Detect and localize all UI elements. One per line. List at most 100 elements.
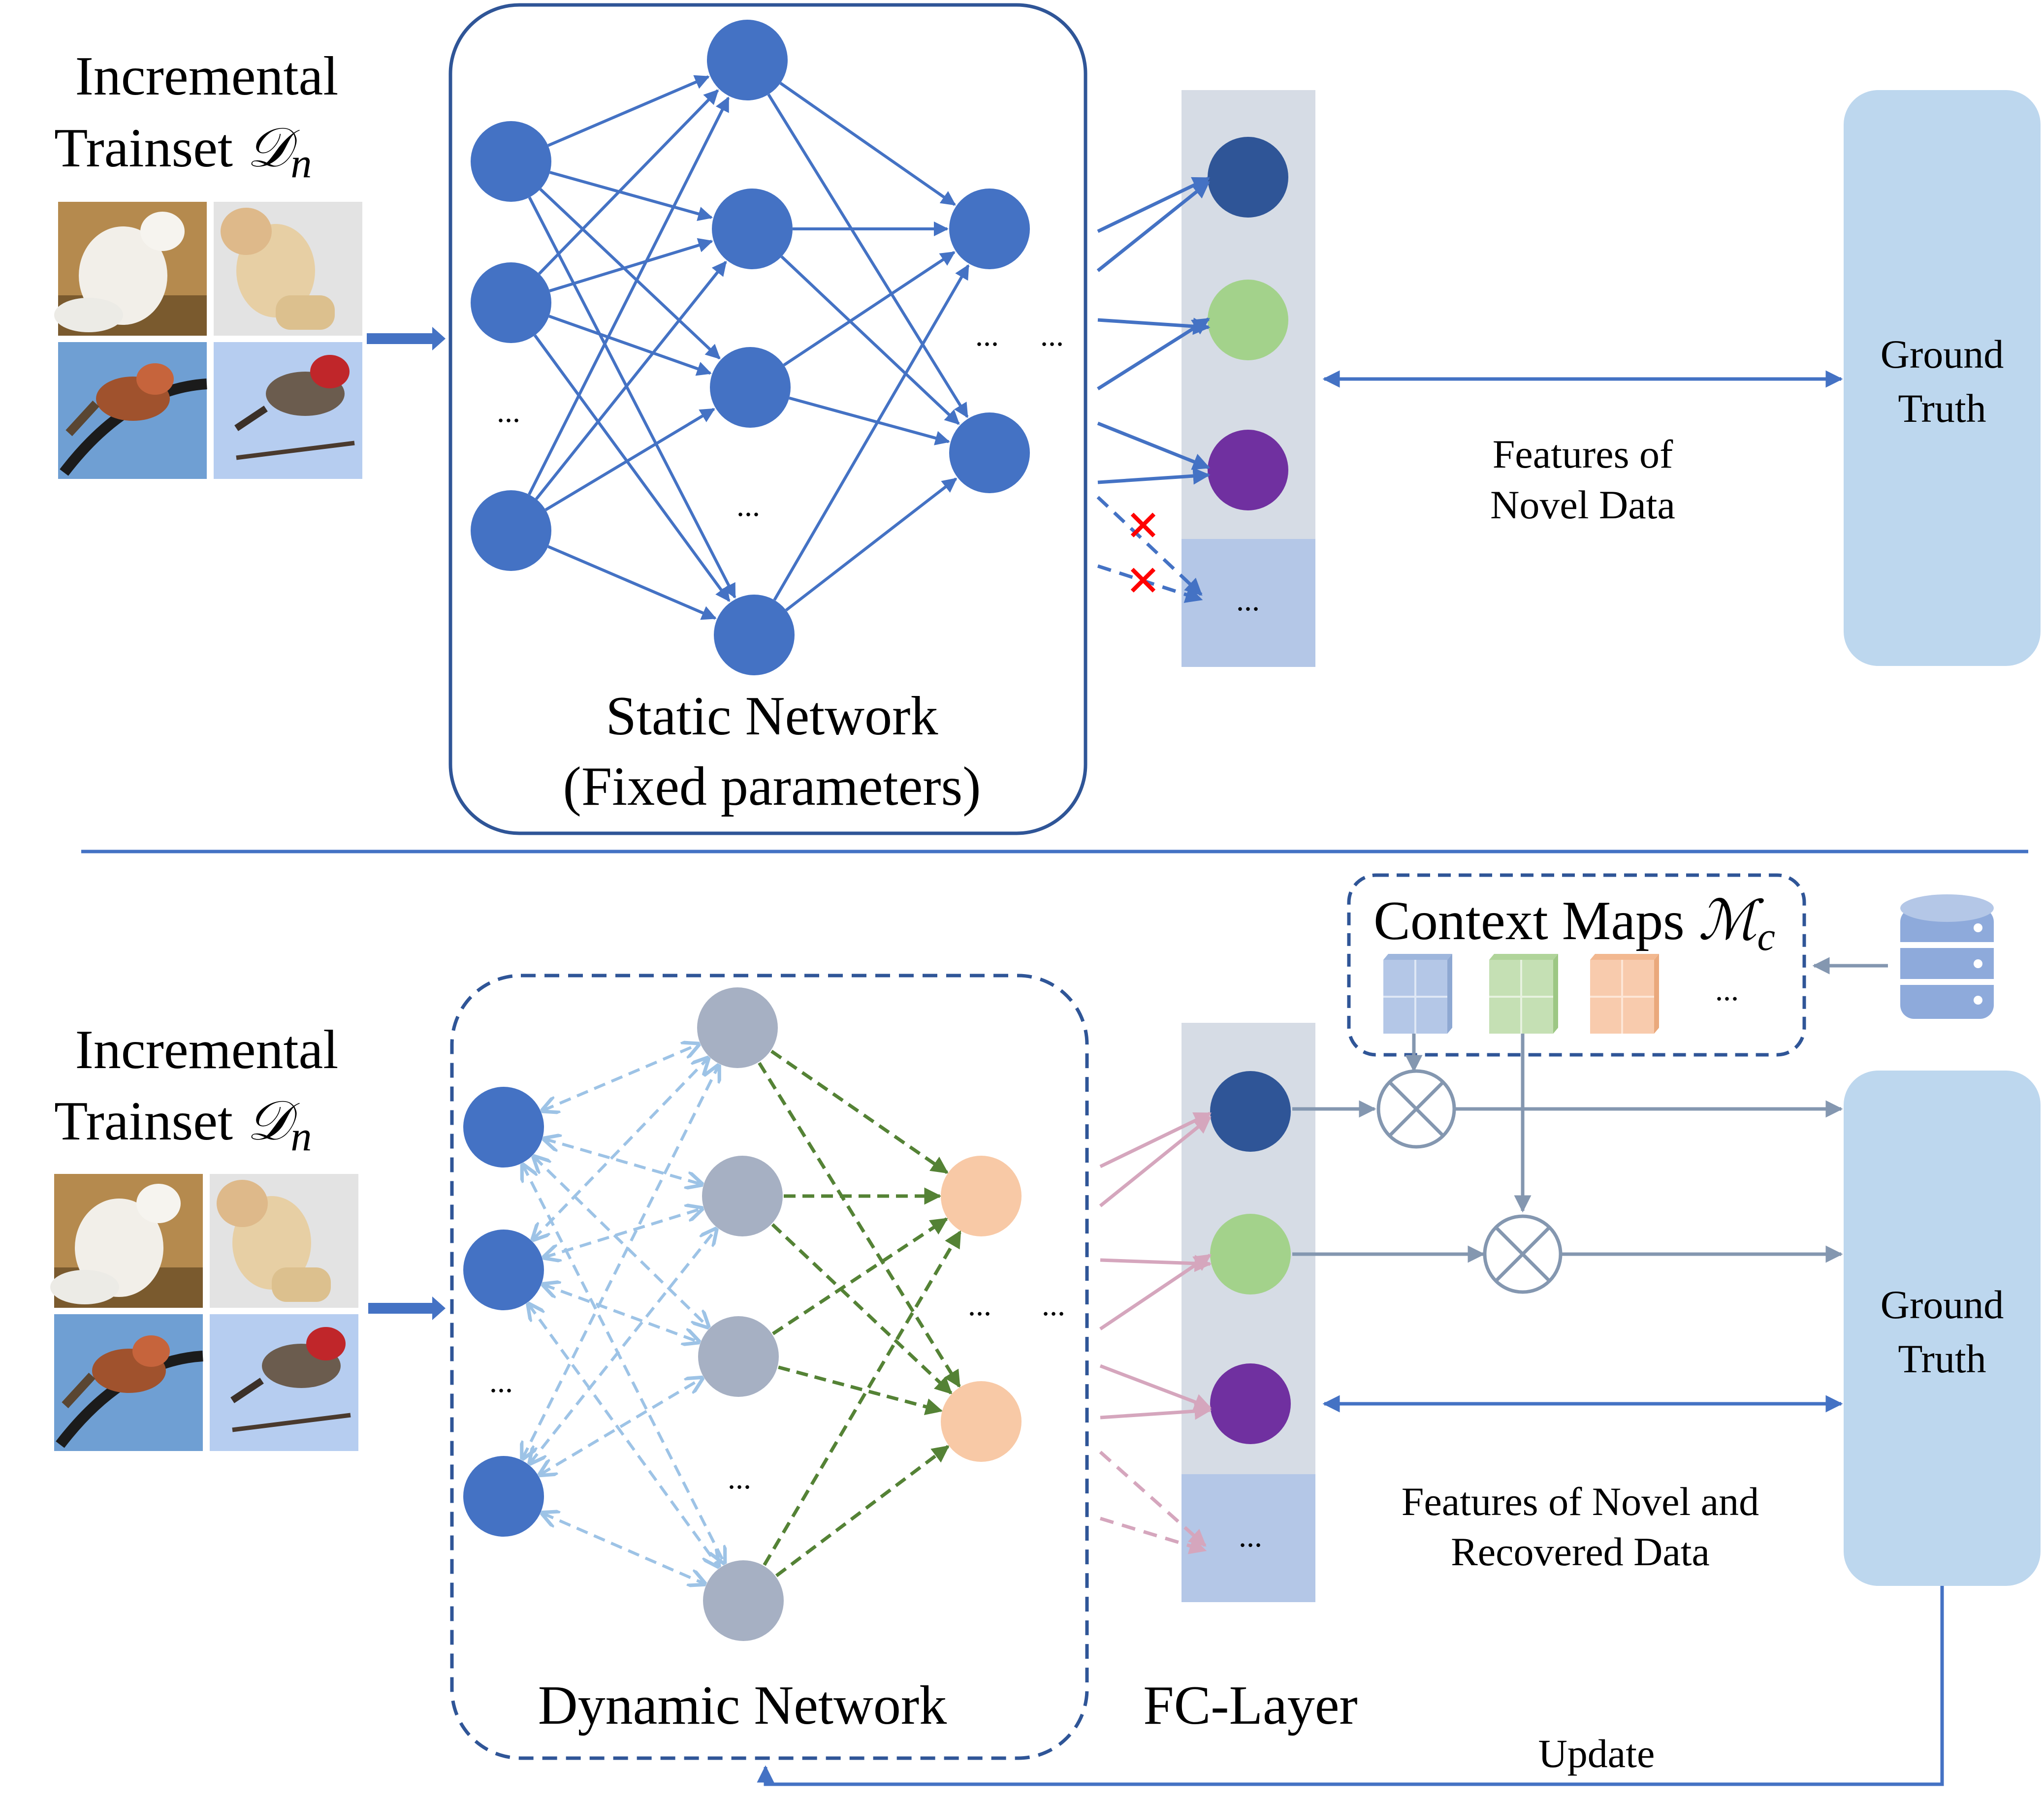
multiply-circle-icon [1376,1069,1456,1149]
static-edge [538,89,719,275]
top-features-label-line1: Features of [1493,432,1673,476]
bottom-input-arrow-head [432,1296,446,1320]
dynamic-edge-output [775,1445,950,1578]
dynamic-edge-output [763,1230,962,1566]
context-map-blue [1383,954,1452,1034]
top-ground-truth-box [1844,90,2041,666]
bottom-layer-ellipsis-1: ... [968,1287,991,1322]
bottom-ground-truth-line1: Ground [1881,1282,2004,1327]
top-ground-truth-line2: Truth [1898,386,1986,431]
dynamic-input-node [463,1456,544,1537]
dog-photo [210,1174,358,1308]
dynamic-edge-input [523,1165,724,1563]
static-edge [548,315,712,376]
dynamic-hidden-node [702,1156,783,1236]
dynamic-output-node [941,1381,1022,1462]
bottom-layer-ellipsis-2: ... [1042,1287,1065,1322]
static-edge [528,196,736,599]
static-network-label-line2: (Fixed parameters) [563,756,981,817]
static-edge [783,251,956,367]
bottom-trainset-label-line2: Trainset 𝒟n [54,1091,312,1160]
static-edge [547,75,710,147]
context-maps-ellipsis: ... [1715,972,1739,1007]
top-blocked-cross-2: ✕ [1125,558,1161,605]
static-edge [780,255,960,425]
context-map-peach [1590,954,1659,1034]
top-fc-extra-slot [1182,539,1315,667]
dynamic-edge-output [778,1365,943,1416]
static-edge [779,82,956,206]
top-input-ellipsis: ... [497,394,520,429]
dynamic-edge-output [771,1223,953,1394]
dynamic-edge-input [540,1378,702,1475]
static-network-label-line1: Static Network [606,686,938,747]
top-layer-ellipsis-2: ... [1040,317,1064,352]
top-panel: Incremental Trainset 𝒟n [54,3,2041,835]
fc-layer-label: FC-Layer [1143,1675,1357,1736]
dynamic-edge-input [530,1229,716,1463]
bottom-ground-truth-box [1844,1071,2041,1586]
top-ground-truth-line1: Ground [1881,332,2004,377]
static-network-node [712,189,793,269]
bottom-trainset-label-line1: Incremental [75,1019,339,1080]
bottom-image-grid [50,1174,358,1451]
dynamic-network-edges [522,1044,962,1584]
database-icon [1900,894,1994,1019]
finch-photo [58,342,207,479]
dynamic-edge-input [544,1139,702,1184]
context-maps-label: Context Maps ℳc [1373,890,1775,959]
top-layer-ellipsis-1: ... [975,317,999,352]
static-edge [767,94,969,418]
arctic-fox-photo [50,1174,203,1308]
static-edge [544,408,715,511]
dynamic-edge-input [522,1066,718,1458]
static-network-node [710,347,791,428]
bottom-panel: Incremental Trainset 𝒟n [50,873,2041,1786]
dynamic-network-box [450,974,1089,1760]
dynamic-edge-input [543,1513,704,1583]
static-network-node [714,595,795,675]
top-trainset-label-line2: Trainset 𝒟n [54,118,312,187]
bottom-fc-node-green [1210,1214,1291,1295]
dynamic-hidden-node [697,987,778,1068]
top-fc-node-purple [1208,430,1288,510]
multiply-circle-icon [1483,1214,1563,1294]
finch-on-branch-photo [210,1314,358,1451]
static-network-node [949,189,1030,269]
dynamic-input-node [463,1087,544,1168]
update-feedback-arrow [757,1586,1944,1786]
static-edge [534,334,731,602]
static-edge [528,96,730,496]
dynamic-edge-output [770,1049,949,1174]
top-to-fc-arrows [1096,176,1211,603]
arctic-fox-photo [54,202,207,336]
dynamic-network-nodes [463,987,1022,1641]
static-edge [549,238,713,292]
static-network-edges [528,75,970,620]
bottom-input-ellipsis: ... [489,1364,513,1399]
bottom-features-label-line2: Recovered Data [1451,1529,1710,1574]
dog-photo [214,202,362,336]
top-fc-node-dark-blue [1208,137,1288,218]
dynamic-output-node [941,1156,1022,1236]
static-edge [539,188,721,360]
dynamic-hidden-node [698,1316,779,1397]
bottom-fc-node-dark-blue [1210,1071,1291,1152]
static-network-node [707,20,788,100]
bottom-features-label-line1: Features of Novel and [1402,1479,1759,1524]
static-network-nodes [471,20,1030,675]
top-features-label-line2: Novel Data [1490,482,1675,527]
top-hidden-ellipsis: ... [736,488,760,523]
static-edge [535,260,727,500]
dynamic-edge-output [772,1217,948,1335]
bottom-to-fc-arrows [1099,1111,1212,1554]
dynamic-edge-input [533,1058,708,1239]
dynamic-edge-input [544,1208,702,1257]
bottom-fc-ellipsis: ... [1239,1518,1262,1553]
bottom-ground-truth-line2: Truth [1898,1336,1986,1381]
update-label: Update [1538,1731,1655,1776]
finch-photo [54,1314,203,1451]
dynamic-edge-input [543,1044,699,1111]
top-image-grid [54,202,362,479]
